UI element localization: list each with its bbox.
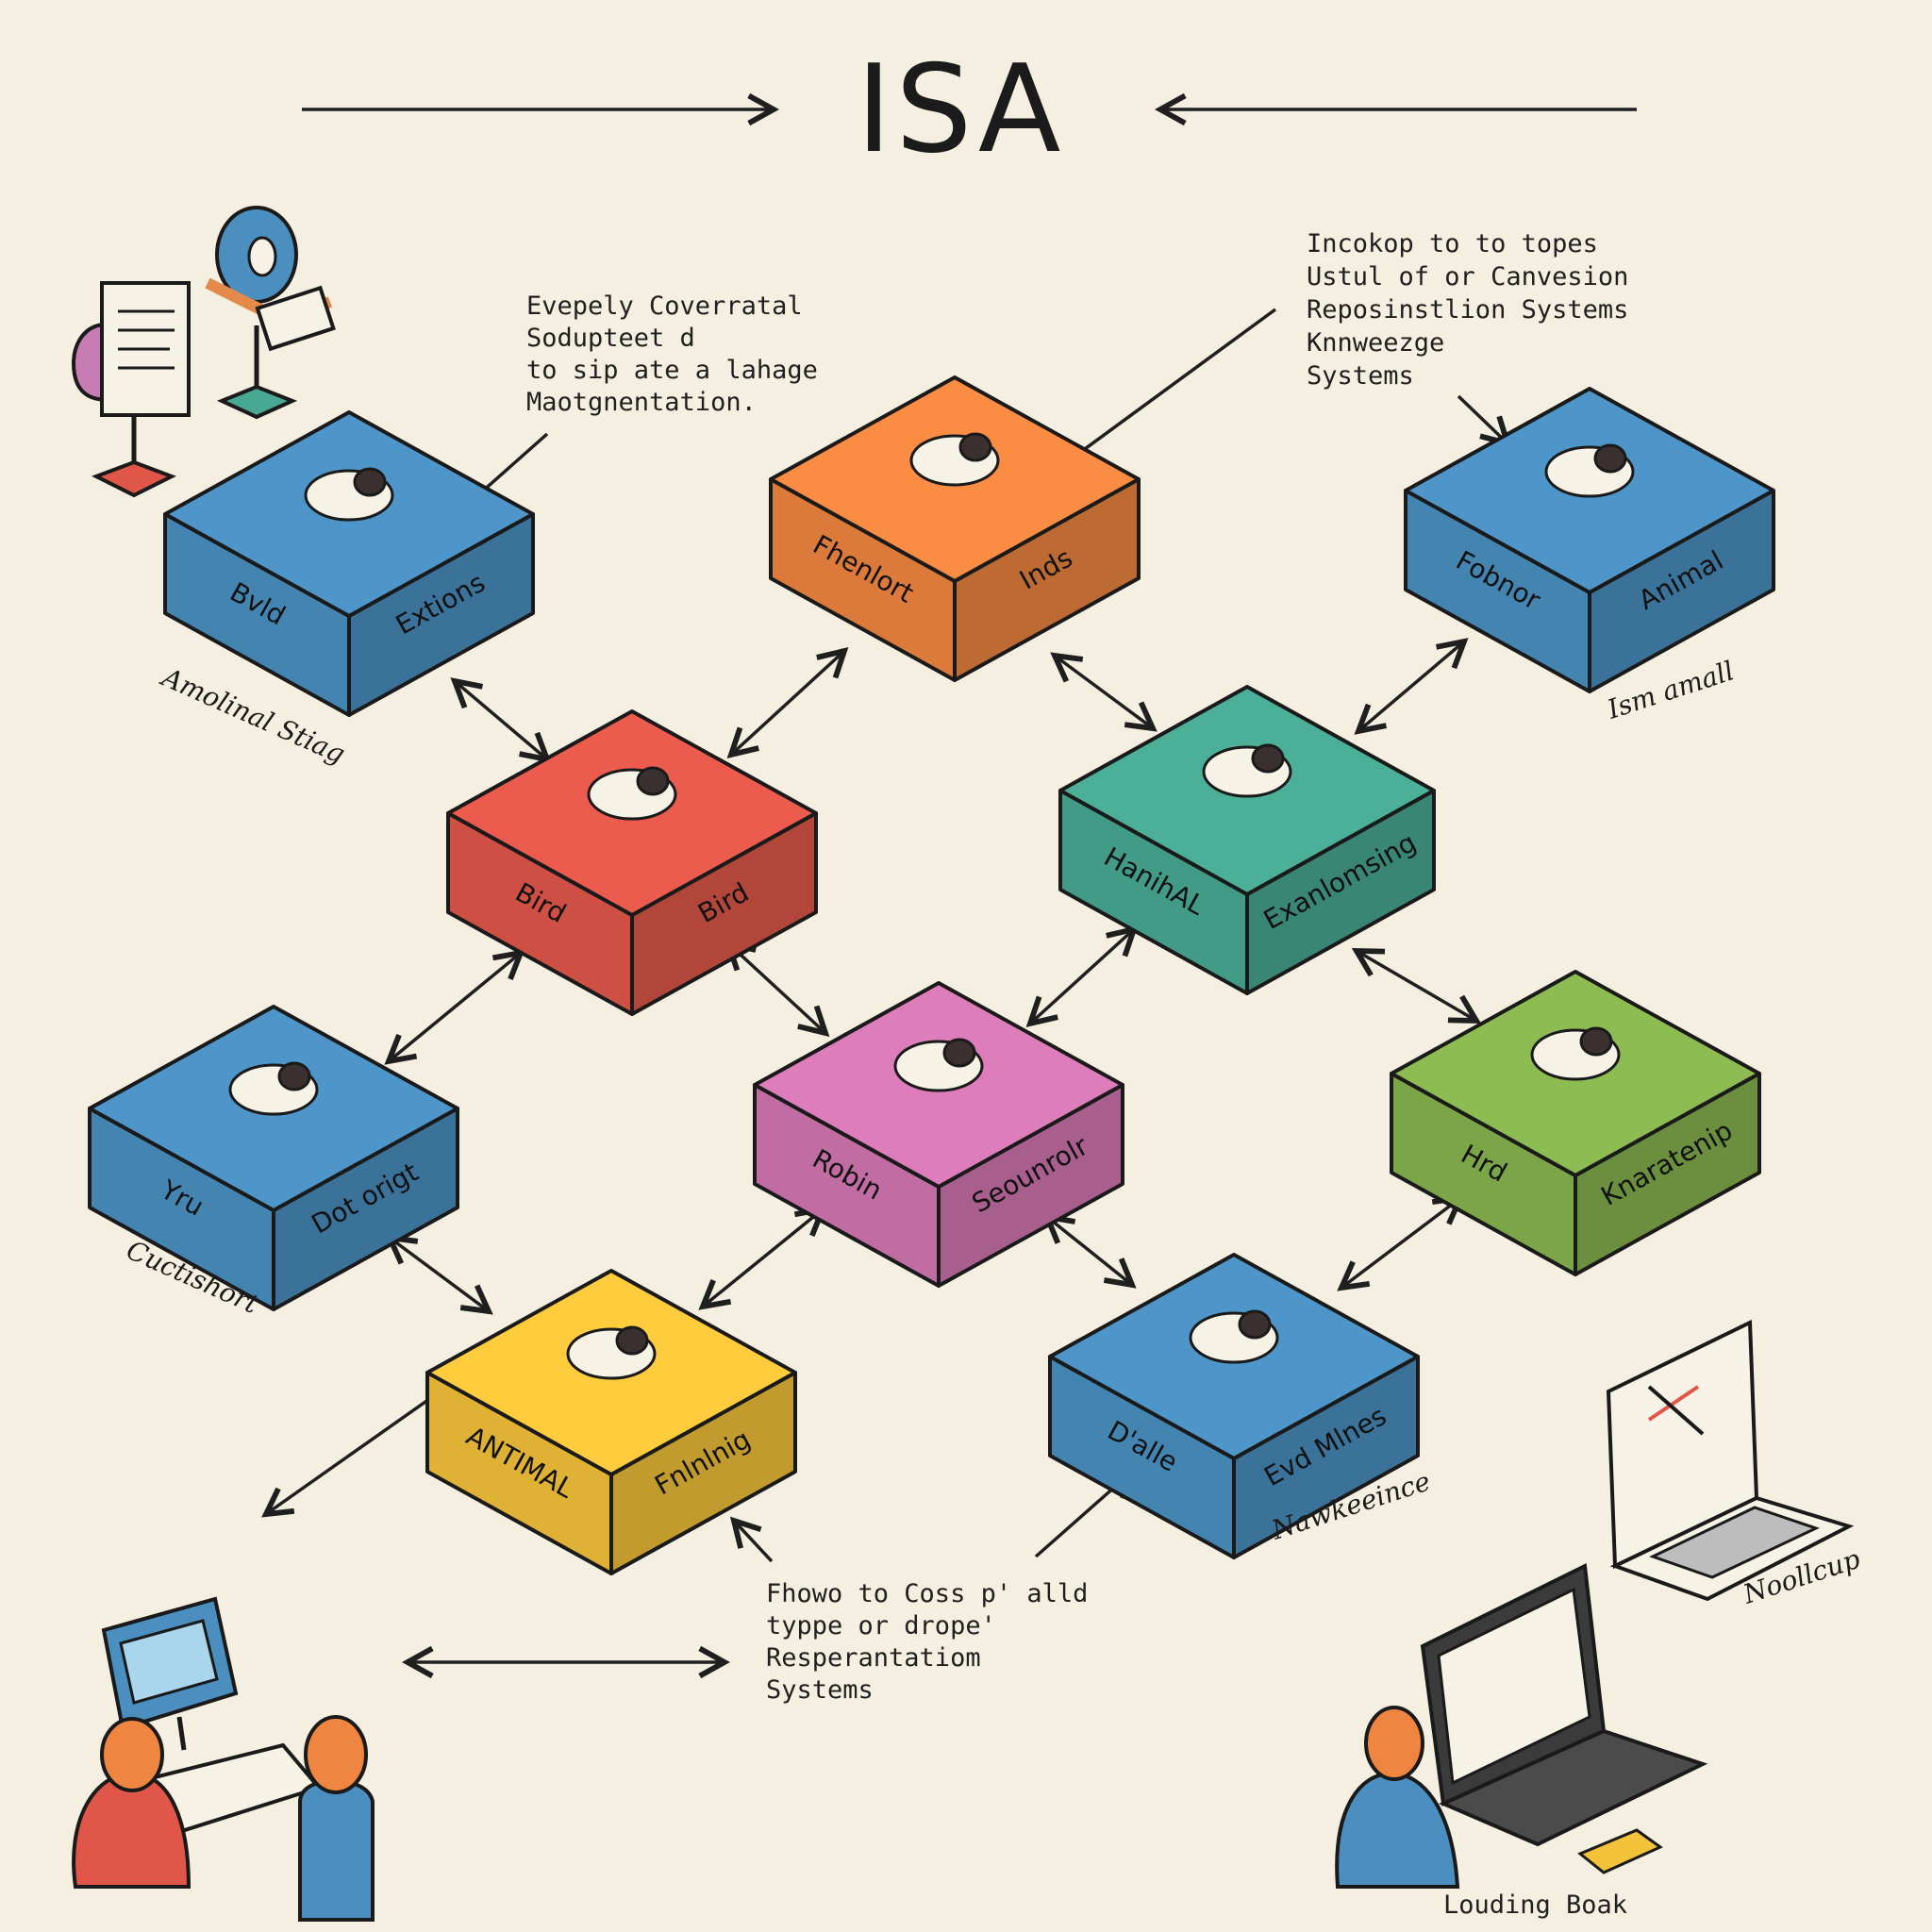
block-icon	[909, 432, 1000, 487]
isa-edge	[1357, 951, 1476, 1021]
isa-edge	[731, 651, 844, 755]
block-icon	[228, 1061, 319, 1116]
note-arrow	[1457, 394, 1507, 443]
block-icon	[893, 1038, 984, 1092]
note-line: Resperantatiom	[766, 1643, 981, 1673]
note-line: Knnweezge	[1307, 328, 1444, 358]
person-laptop-illustration: Louding Boak	[1335, 1562, 1708, 1920]
block-icon	[566, 1325, 657, 1380]
block-icon	[1202, 743, 1292, 798]
isa-edge	[703, 1209, 823, 1307]
isa-edge	[1358, 641, 1464, 731]
note-line: Incokop to to topes	[1307, 229, 1598, 258]
note-line: Maotgnentation.	[526, 388, 757, 417]
note-line: Reposinstlion Systems	[1307, 295, 1628, 325]
people-illustration	[72, 1596, 375, 1922]
note-line: Systems	[1307, 361, 1414, 391]
kiosk-illustration	[71, 206, 336, 498]
isa-edge	[1030, 929, 1134, 1024]
isa-edge	[1341, 1198, 1460, 1288]
note-top-right: Incokop to to topes Ustul of or Canvesio…	[1307, 229, 1628, 391]
note-bottom-center: Fhowo to Coss p' alld typpe or drope' Re…	[766, 1579, 1088, 1705]
note-line: Systems	[766, 1675, 874, 1705]
block-icon	[1544, 443, 1635, 498]
block-icon	[587, 766, 677, 821]
connectors	[266, 641, 1476, 1514]
note-top-center: Evepely Coverratal Sodupteet d to sip at…	[526, 291, 818, 417]
person-laptop-caption: Louding Boak	[1443, 1890, 1627, 1920]
note-arrow	[1060, 308, 1277, 467]
title-group: ISA	[302, 40, 1637, 180]
note-line: typpe or drope'	[766, 1611, 996, 1641]
isa-edge	[389, 953, 521, 1061]
block-icon	[304, 467, 394, 522]
note-line: Evepely Coverratal	[526, 291, 803, 321]
note-line: Ustul of or Canvesion	[1307, 262, 1628, 291]
isa-edge	[455, 681, 547, 759]
block-icon	[1530, 1026, 1621, 1081]
note-line: Fhowo to Coss p' alld	[766, 1579, 1088, 1608]
isa-edge	[1055, 656, 1153, 728]
block-icon	[1189, 1309, 1279, 1364]
laptop-illustration: Noollcup	[1606, 1319, 1864, 1610]
note-arrow	[734, 1521, 774, 1563]
note-line: Sodupteet d	[526, 324, 695, 353]
page-title: ISA	[857, 40, 1065, 180]
note-arrows	[408, 308, 1507, 1662]
isa-edge	[390, 1238, 489, 1311]
isa-edge	[1047, 1217, 1132, 1285]
isa-edge	[728, 943, 825, 1033]
note-line: to sip ate a lahage	[526, 356, 818, 385]
